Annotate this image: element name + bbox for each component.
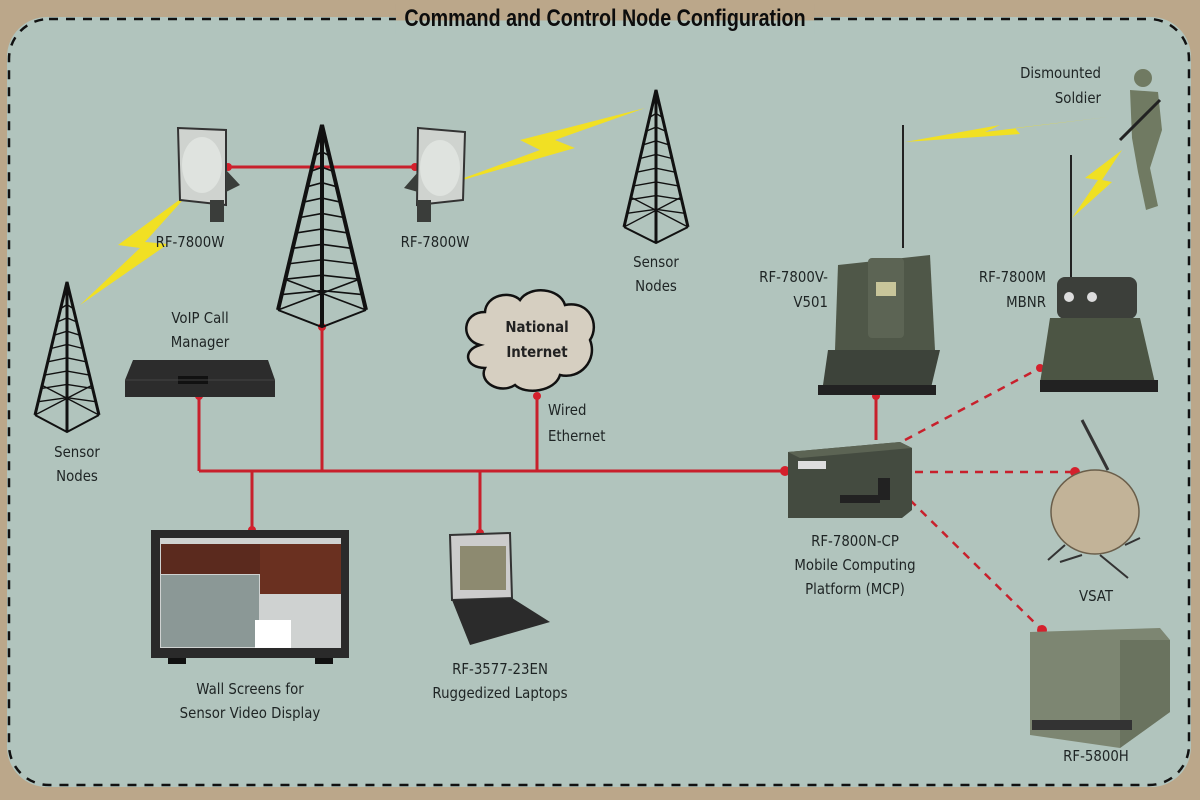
wall-screen-icon xyxy=(151,530,349,664)
vehicle-radio-icon xyxy=(818,125,940,395)
tower-icon-sensor-top xyxy=(622,89,690,245)
tower-rung xyxy=(50,343,84,350)
tower-rung xyxy=(60,303,74,310)
tower-rung xyxy=(317,135,327,141)
tower-rung xyxy=(44,370,90,376)
tower-rung xyxy=(646,126,666,132)
tower-rung xyxy=(642,140,670,146)
tower-rung xyxy=(296,228,348,234)
vsat-dish-icon xyxy=(1047,419,1141,579)
dashed-links xyxy=(904,366,1075,631)
label-rf7800w-left: RF-7800W xyxy=(155,233,225,251)
tower-rung xyxy=(288,258,356,265)
wireless-links xyxy=(80,108,1122,305)
internet-cloud-icon xyxy=(465,289,596,392)
tower-brace xyxy=(34,384,100,416)
tower-icon-center xyxy=(276,124,368,329)
link-mcp-hf xyxy=(909,499,1043,631)
tower-rung xyxy=(314,150,330,157)
label-rf7800w-right: RF-7800W xyxy=(400,233,470,251)
tower-rung xyxy=(636,167,676,173)
connection-dot xyxy=(533,392,541,400)
lightning-bolt-left xyxy=(80,192,190,305)
label-vsat: VSAT xyxy=(1078,587,1114,605)
tower-brace xyxy=(623,196,689,228)
tower-rung xyxy=(47,357,87,363)
wired-links xyxy=(197,165,878,533)
tower-rung xyxy=(53,330,81,336)
tower-rung xyxy=(63,290,71,296)
link-mcp-mbnr xyxy=(904,366,1041,442)
tower-rung xyxy=(630,194,682,201)
hf-radio-icon xyxy=(1030,628,1170,748)
soldier-icon xyxy=(1118,69,1162,210)
panel-antenna-right-icon xyxy=(404,126,467,222)
tower-rung xyxy=(299,212,345,219)
mcp-icon xyxy=(788,442,912,518)
tower-rung xyxy=(639,153,673,160)
tower-rung xyxy=(41,383,93,390)
diagram-title: Command and Control Node Configuration xyxy=(395,4,815,34)
connection-dot xyxy=(780,466,790,476)
tower-rung xyxy=(649,112,663,118)
tower-rung xyxy=(633,181,679,187)
lightning-bolt-top xyxy=(445,108,645,185)
tower-rung xyxy=(292,243,352,250)
tower-rung xyxy=(57,317,77,323)
label-rf5800h: RF-5800H xyxy=(1063,747,1129,765)
laptop-icon xyxy=(448,531,550,645)
lightning-bolt-mbnr xyxy=(1072,150,1122,218)
tower-rung xyxy=(285,274,359,280)
voip-manager-icon xyxy=(125,360,275,397)
tower-brace xyxy=(277,279,367,311)
tower-rung xyxy=(307,181,337,188)
panel-antenna-left-icon xyxy=(176,126,240,222)
tower-rung xyxy=(627,208,685,214)
tower-rung xyxy=(652,98,660,105)
tower-rung xyxy=(281,289,363,296)
tower-rung xyxy=(303,197,341,203)
lightning-bolt-soldier xyxy=(905,117,1108,142)
tower-icon-sensor-left xyxy=(33,281,101,434)
mbnr-radio-icon xyxy=(1040,155,1158,392)
tower-rung xyxy=(310,166,334,173)
